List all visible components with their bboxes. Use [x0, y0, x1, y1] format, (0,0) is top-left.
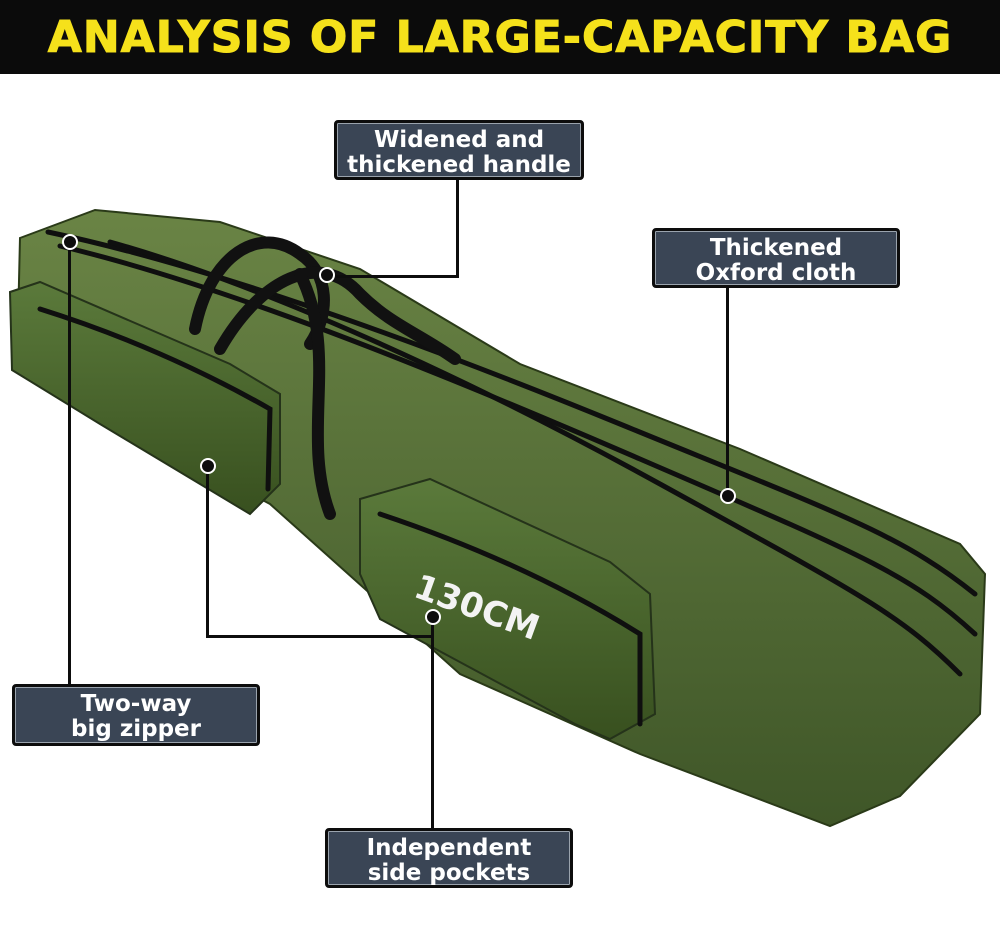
handle-leader-h [330, 275, 459, 278]
callout-zipper: Two-way big zipper [12, 684, 260, 746]
pockets-leader-v1 [206, 466, 209, 638]
product-scene: 130CM Widened and thickened handle Thick… [0, 74, 1000, 942]
title-text: ANALYSIS OF LARGE-CAPACITY BAG [47, 11, 953, 63]
callout-pockets: Independent side pockets [325, 828, 573, 888]
callout-zipper-line1: Two-way [80, 691, 192, 717]
callout-oxford: Thickened Oxford cloth [652, 228, 900, 288]
callout-handle-line1: Widened and [373, 127, 545, 153]
zipper-leader [68, 244, 71, 686]
pockets-leader-h [206, 635, 434, 638]
callout-oxford-line1: Thickened [709, 235, 843, 261]
handle-leader-v [456, 178, 459, 278]
pockets-marker-left [200, 458, 216, 474]
oxford-leader [726, 286, 729, 496]
callout-oxford-line2: Oxford cloth [695, 260, 857, 286]
pockets-leader-v2 [431, 619, 434, 829]
callout-handle-line2: thickened handle [347, 152, 571, 178]
bag-body [8, 208, 987, 828]
callout-pockets-line1: Independent [366, 835, 532, 861]
callout-zipper-line2: big zipper [71, 716, 201, 742]
pockets-marker-right [425, 609, 441, 625]
carry-straps [189, 236, 461, 520]
zipper-marker [62, 234, 78, 250]
oxford-marker [720, 488, 736, 504]
handle-marker [319, 267, 335, 283]
callout-pockets-line2: side pockets [367, 860, 531, 886]
zipper-lines [37, 229, 978, 727]
title-banner: ANALYSIS OF LARGE-CAPACITY BAG [0, 0, 1000, 74]
callout-handle: Widened and thickened handle [334, 120, 584, 180]
fishing-rod-bag-illustration: 130CM [8, 208, 987, 828]
